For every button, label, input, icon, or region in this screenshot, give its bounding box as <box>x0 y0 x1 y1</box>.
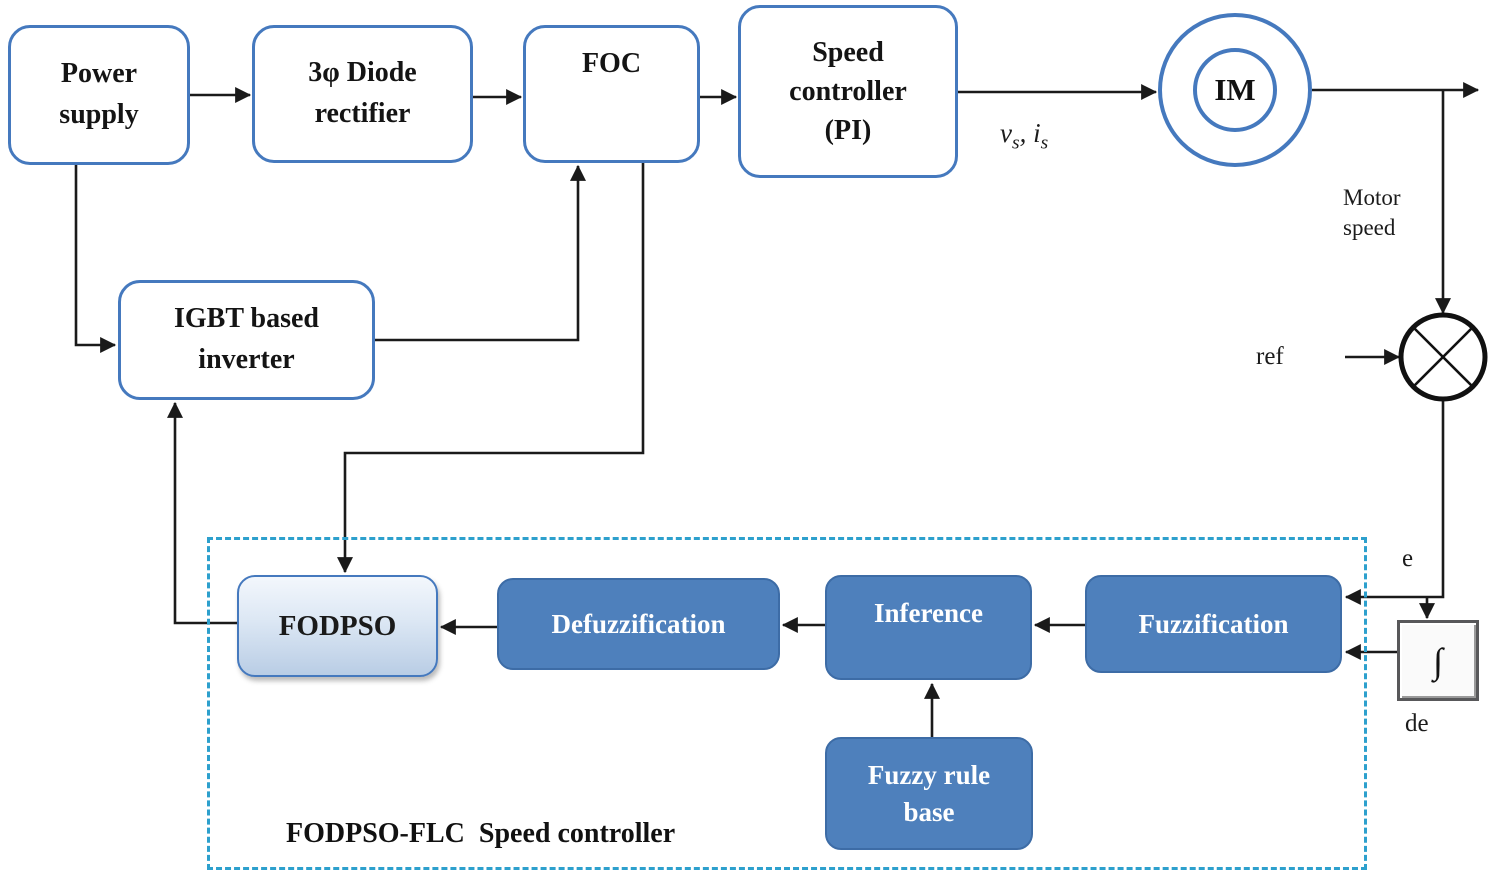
arrow-fodpso-to-igbt <box>167 401 237 625</box>
diode-rectifier-label-line1: 3φ Diode <box>308 57 417 89</box>
vs-v-sub: s <box>1011 132 1020 154</box>
arrow-power-to-igbt <box>74 165 117 353</box>
igbt-label-line1: IGBT based <box>174 303 319 335</box>
igbt-inverter-box: IGBT based inverter <box>118 280 375 400</box>
fodpso-flc-container: FODPSO-FLC Speed controller <box>207 537 1367 870</box>
diode-rectifier-box: 3φ Diode rectifier <box>252 25 473 163</box>
vs-v: v <box>1000 118 1012 148</box>
integrator-box: ∫ <box>1397 620 1479 701</box>
motor-speed-label: Motor speed <box>1343 183 1401 243</box>
sum-junction <box>1398 312 1488 402</box>
de-label: de <box>1405 710 1429 737</box>
ref-label: ref <box>1256 343 1284 370</box>
fuzzification-box: Fuzzification <box>1085 575 1342 673</box>
fuzzy-rule-base-label-line1: Fuzzy rule <box>867 760 991 791</box>
induction-motor-outer-circle: IM <box>1158 13 1312 167</box>
motor-speed-line2: speed <box>1343 214 1396 240</box>
foc-box: FOC <box>523 25 700 163</box>
inference-label: Inference <box>874 598 983 628</box>
foc-label: FOC <box>581 48 642 79</box>
speed-controller-label-line3: (PI) <box>824 115 872 147</box>
vs-is-label: vs, is <box>1000 118 1048 154</box>
fodpso-box: FODPSO <box>237 575 438 677</box>
power-supply-box: Power supply <box>8 25 190 165</box>
arrow-sum-to-fuzzification <box>1344 399 1445 605</box>
inference-box: Inference <box>825 575 1032 680</box>
arrow-foc-to-fodpso <box>337 163 645 574</box>
integral-symbol: ∫ <box>1433 640 1443 681</box>
fuzzy-rule-base-label-line2: base <box>903 796 955 827</box>
power-supply-label-line2: supply <box>59 99 139 130</box>
vs-i-sub: s <box>1040 132 1049 154</box>
fodpso-label: FODPSO <box>278 609 397 642</box>
container-title: FODPSO-FLC Speed controller <box>286 818 676 849</box>
speed-controller-label-line1: Speed <box>812 36 884 68</box>
im-label: IM <box>1214 72 1256 107</box>
vs-comma-i: , i <box>1019 118 1041 148</box>
motor-speed-line1: Motor <box>1343 185 1401 210</box>
fuzzy-rule-base-box: Fuzzy rule base <box>825 737 1033 850</box>
induction-motor-inner-circle: IM <box>1193 48 1277 132</box>
diode-rectifier-label-line2: rectifier <box>314 98 411 129</box>
speed-controller-box: Speed controller (PI) <box>738 5 958 178</box>
arrow-igbt-to-foc <box>375 164 586 342</box>
e-label: e <box>1402 545 1414 572</box>
defuzzification-box: Defuzzification <box>497 578 780 670</box>
igbt-label-line2: inverter <box>198 344 295 375</box>
defuzzification-label: Defuzzification <box>551 608 726 639</box>
fuzzification-label: Fuzzification <box>1138 608 1289 639</box>
speed-controller-label-line2: controller <box>789 75 907 107</box>
power-supply-label-line1: Power <box>60 58 138 90</box>
